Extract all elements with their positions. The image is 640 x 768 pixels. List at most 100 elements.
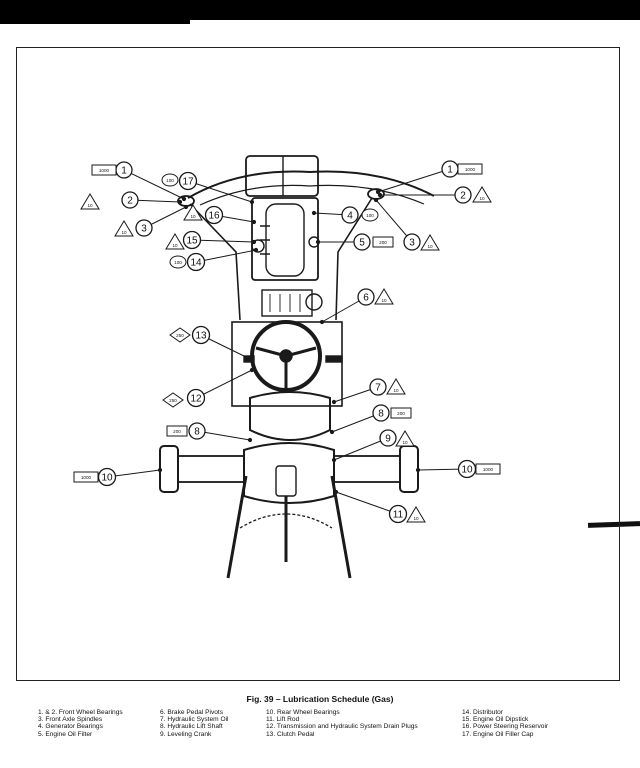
- hours-value: 10: [402, 440, 408, 445]
- steering-column-top: [305, 293, 323, 311]
- right-radius-rod: [335, 197, 373, 321]
- hours-triangle-icon: [165, 233, 185, 250]
- hours-value: 1000: [465, 167, 476, 172]
- figure-caption: Fig. 39 – Lubrication Schedule (Gas): [246, 694, 394, 704]
- legend-item: 11. Lift Rod: [266, 716, 300, 724]
- callout-number-circle: [135, 219, 153, 237]
- hours-value: 200: [379, 240, 387, 245]
- hours-value: 1000: [483, 467, 494, 472]
- hours-triangle-icon: [80, 193, 100, 210]
- legend-item: 1. & 2. Front Wheel Bearings: [38, 709, 123, 716]
- legend-item: 7. Hydraulic System Oil: [160, 716, 229, 724]
- hours-diamond-icon: [169, 327, 191, 343]
- hours-oval-icon: [169, 255, 187, 269]
- leader-arrow: [329, 429, 335, 435]
- callout-number-circle: [341, 206, 359, 224]
- callout-number-circle: [372, 404, 390, 422]
- leader-line: [123, 169, 185, 200]
- hours-value: 100: [366, 213, 374, 218]
- legend-item: 16. Power Steering Reservoir: [462, 723, 549, 731]
- callout-c4: 4 100: [341, 206, 379, 224]
- callout-number-circle: [369, 378, 387, 396]
- callout-c10-right: 10 1000: [457, 459, 501, 479]
- hours-triangle-icon: [406, 506, 426, 523]
- leader-arrow: [251, 239, 257, 245]
- callout-c2-left: 210: [80, 191, 139, 210]
- callout-number-circle: [186, 252, 206, 272]
- callout-number-circle: [188, 422, 206, 440]
- callout-number: 10: [461, 465, 473, 476]
- hours-triangle-icon: [395, 430, 415, 447]
- legend-item: 10. Rear Wheel Bearings: [266, 709, 340, 716]
- hours-rectangle-icon: [457, 163, 483, 175]
- hours-oval-icon: [361, 208, 379, 222]
- hours-value: 100: [174, 260, 182, 265]
- scan-top-edge-notch: [0, 18, 190, 24]
- callout-number: 2: [460, 191, 466, 202]
- hours-value: 1000: [81, 475, 92, 480]
- leader-arrow: [315, 239, 321, 245]
- leader-line: [333, 437, 389, 461]
- callout-number: 3: [409, 238, 415, 249]
- callout-number: 4: [347, 211, 353, 222]
- callout-number: 8: [194, 427, 200, 438]
- callout-number: 16: [208, 211, 220, 222]
- leader-line: [331, 412, 382, 433]
- steering-hub: [279, 349, 293, 363]
- firewall: [261, 289, 313, 317]
- engine-block: [251, 197, 319, 281]
- firewall-grid: [269, 294, 301, 312]
- legend-item: 9. Leveling Crank: [160, 730, 212, 738]
- callout-number-circle: [454, 186, 472, 204]
- hours-rectangle-icon: [166, 425, 188, 437]
- hours-value: 250: [169, 398, 177, 403]
- rear-right-hub: [399, 445, 419, 493]
- callout-number-circle: [204, 205, 224, 225]
- hours-diamond-icon: [162, 392, 184, 408]
- hours-value: 10: [172, 243, 178, 248]
- leader-arrow: [249, 199, 255, 205]
- left-radius-rod: [189, 203, 241, 321]
- hours-triangle-icon: [183, 204, 203, 221]
- differential-housing: [243, 442, 335, 504]
- callout-number: 6: [363, 293, 369, 304]
- leader-arrow: [415, 467, 421, 473]
- leader-arrow: [181, 196, 187, 202]
- front-axle-arch: [187, 170, 435, 199]
- callout-number-circle: [357, 288, 375, 306]
- hours-value: 10: [413, 516, 419, 521]
- legend-item: 12. Transmission and Hydraulic System Dr…: [266, 723, 418, 731]
- leader-arrow: [177, 199, 183, 205]
- engine-detail: [260, 225, 270, 255]
- callout-number: 10: [101, 473, 113, 484]
- hours-triangle-icon: [472, 186, 492, 203]
- legend-item: 15. Engine Oil Dipstick: [462, 716, 529, 724]
- leader-arrow: [377, 192, 383, 198]
- hours-value: 100: [166, 178, 174, 183]
- leader-line: [195, 249, 257, 263]
- callout-number-circle: [403, 233, 421, 251]
- leader-arrow: [331, 399, 337, 405]
- hours-triangle-icon: [114, 220, 134, 237]
- hours-value: 250: [176, 333, 184, 338]
- leader-line: [375, 199, 413, 243]
- legend-item: 5. Engine Oil Filter: [38, 730, 93, 738]
- callout-number-circle: [191, 325, 211, 345]
- callout-number: 8: [378, 409, 384, 420]
- hours-triangle-icon: [420, 234, 440, 251]
- leader-arrow: [375, 189, 381, 195]
- callout-number: 3: [141, 224, 147, 235]
- legend-item: 6. Brake Pedal Pivots: [160, 709, 224, 716]
- legend-item: 13. Clutch Pedal: [266, 730, 315, 738]
- hours-triangle-icon: [374, 288, 394, 305]
- radiator-grille: [245, 155, 319, 197]
- callout-number-circle: [379, 429, 397, 447]
- seat: [249, 391, 331, 441]
- leader-arrow: [331, 457, 337, 463]
- engine-head: [265, 203, 305, 277]
